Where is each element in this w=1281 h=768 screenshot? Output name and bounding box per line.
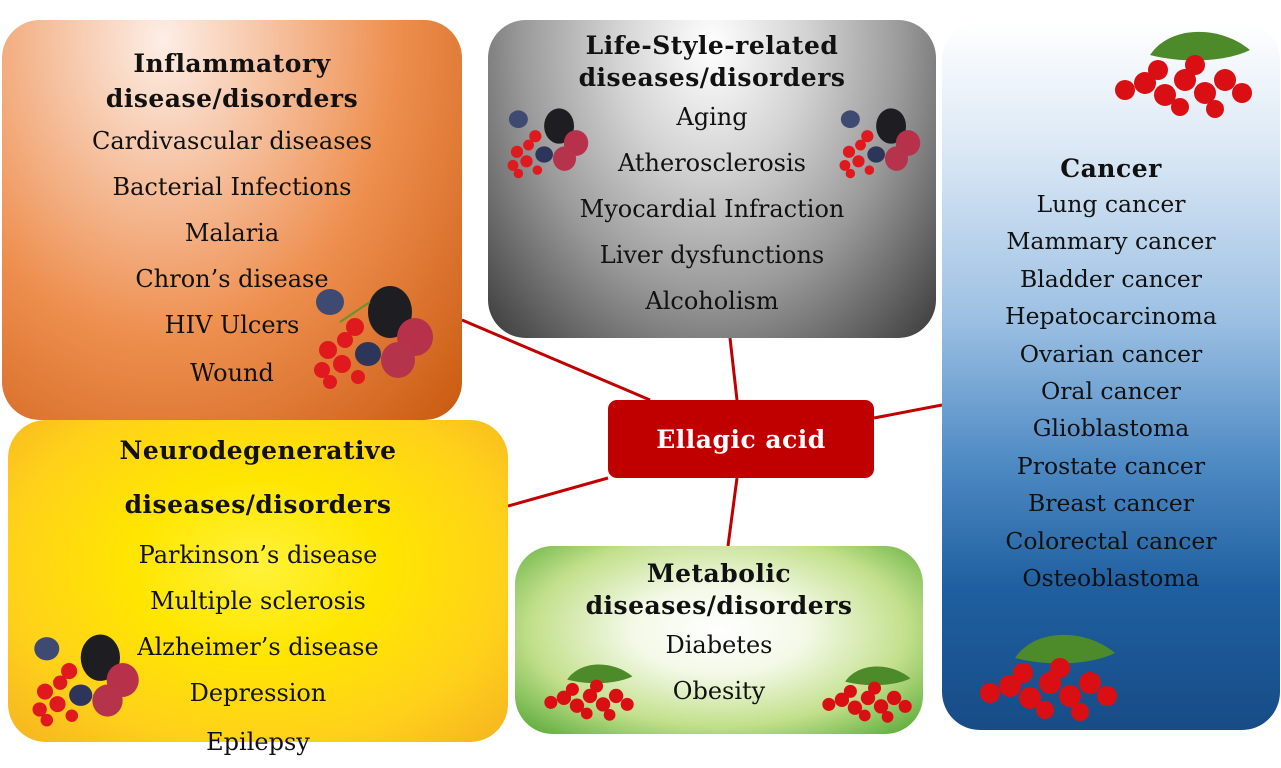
neuro-list: Parkinson’s disease Multiple sclerosis A… — [8, 532, 508, 768]
connector-neuro — [507, 476, 609, 508]
lifestyle-title: Life-Style-related diseases/disorders — [578, 31, 846, 92]
list-item: Mammary cancer — [1006, 227, 1216, 256]
list-item: Hepatocarcinoma — [1005, 302, 1217, 331]
connector-cancer — [873, 403, 943, 420]
list-item: Diabetes — [665, 631, 773, 659]
list-item: Liver dysfunctions — [599, 241, 825, 269]
metabolic-title: Metabolic diseases/disorders — [585, 559, 853, 620]
redcurrant-icon — [980, 634, 1117, 721]
list-item: Malaria — [184, 219, 280, 247]
cancer-title: Cancer — [1060, 154, 1162, 183]
list-item: Aging — [676, 103, 748, 131]
list-item: Wound — [190, 359, 274, 387]
inflammatory-list: Cardivascular diseases Bacterial Infecti… — [2, 118, 462, 398]
list-item: Atherosclerosis — [617, 149, 806, 177]
list-item: Breast cancer — [1027, 489, 1194, 518]
list-item: Oral cancer — [1040, 377, 1182, 406]
list-item: HIV Ulcers — [164, 311, 300, 339]
cancer-box: Cancer Lung cancer Mammary cancer Bladde… — [942, 22, 1280, 730]
list-item: Alzheimer’s disease — [137, 633, 379, 661]
redcurrant-icon — [822, 666, 912, 723]
mixed-berries-icon — [839, 108, 921, 179]
inflammatory-title: Inflammatory disease/disorders — [105, 49, 359, 113]
list-item: Alcoholism — [645, 287, 779, 315]
list-item: Cardivascular diseases — [91, 127, 373, 155]
connector-inflammatory — [461, 318, 651, 402]
metabolic-list: Diabetes Obesity — [515, 622, 923, 714]
redcurrant-icon — [544, 664, 634, 721]
cancer-list: Lung cancer Mammary cancer Bladder cance… — [942, 186, 1280, 597]
mixed-berries-icon — [314, 286, 433, 389]
lifestyle-box: Life-Style-related diseases/disorders Ag… — [488, 20, 936, 338]
list-item: Prostate cancer — [1016, 451, 1206, 480]
neuro-box: Neurodegenerative diseases/disorders Par… — [8, 420, 508, 756]
redcurrant-icon — [1115, 31, 1252, 118]
list-item: Osteoblastoma — [1022, 564, 1200, 593]
list-item: Depression — [189, 679, 327, 707]
list-item: Glioblastoma — [1032, 414, 1190, 443]
inflammatory-box: Inflammatory disease/disorders Cardivasc… — [2, 20, 462, 420]
list-item: Chron’s disease — [135, 265, 329, 293]
ellagic-acid-node: Ellagic acid — [608, 400, 874, 478]
list-item: Obesity — [672, 677, 766, 705]
list-item: Lung cancer — [1036, 190, 1186, 218]
list-item: Bacterial Infections — [112, 173, 352, 201]
list-item: Colorectal cancer — [1005, 526, 1217, 555]
lifestyle-list: Aging Atherosclerosis Myocardial Infract… — [488, 94, 936, 324]
list-item: Myocardial Infraction — [579, 195, 845, 223]
neuro-title: Neurodegenerative diseases/disorders — [119, 436, 397, 519]
mixed-berries-icon — [32, 634, 139, 727]
list-item: Epilepsy — [206, 728, 310, 756]
list-item: Parkinson’s disease — [138, 541, 378, 569]
list-item: Ovarian cancer — [1019, 339, 1203, 368]
list-item: Bladder cancer — [1019, 264, 1203, 293]
connector-metabolic — [726, 477, 739, 547]
list-item: Multiple sclerosis — [150, 587, 366, 615]
mixed-berries-icon — [507, 108, 589, 179]
connector-lifestyle — [728, 337, 739, 401]
